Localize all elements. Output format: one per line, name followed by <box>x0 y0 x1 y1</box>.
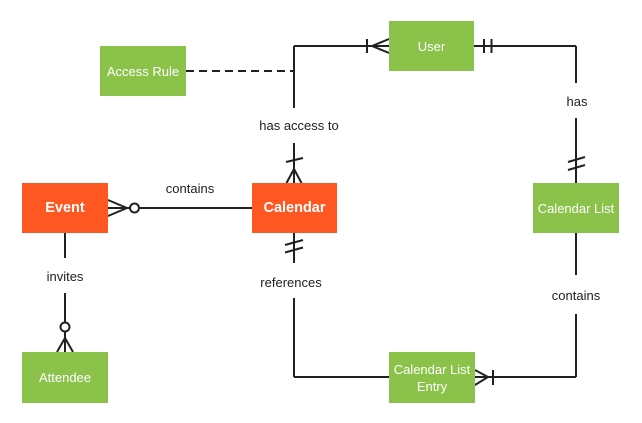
entity-user[interactable]: User <box>389 21 474 71</box>
entity-attendee-label: Attendee <box>38 370 92 385</box>
entity-calendar-list-label: Calendar List <box>537 200 615 216</box>
entity-access-rule-label: Access Rule <box>106 63 180 79</box>
crow-foot-icon <box>107 199 130 217</box>
double-tick-icon <box>483 39 493 53</box>
connector-calendar-has-access-to-user[interactable] <box>285 38 390 184</box>
crow-foot-icon <box>474 369 489 386</box>
connector-calendar-list-contains-entry[interactable] <box>474 233 577 386</box>
connector-user-has-calendar-list[interactable] <box>474 39 586 183</box>
crow-foot-icon <box>371 38 390 54</box>
connector-calendar-references-entry[interactable] <box>284 233 389 378</box>
double-tick-icon <box>567 156 586 171</box>
connector-line <box>293 233 389 378</box>
entity-calendar-label: Calendar <box>263 199 326 216</box>
entity-attendee[interactable]: Attendee <box>22 352 108 403</box>
entity-calendar-list[interactable]: Calendar List <box>533 183 619 233</box>
relationship-label-contains-event-calendar: contains <box>163 181 217 197</box>
zero-ring-icon <box>129 202 140 214</box>
connector-line <box>475 233 577 378</box>
crow-foot-icon <box>56 331 74 353</box>
double-tick-icon <box>284 239 304 254</box>
relationship-label-contains-list: contains <box>549 288 603 304</box>
entity-access-rule[interactable]: Access Rule <box>100 46 186 96</box>
connector-line <box>474 45 577 183</box>
relationship-label-has: has <box>564 94 590 110</box>
zero-ring-icon <box>59 321 71 333</box>
relationship-label-references: references <box>258 275 324 291</box>
entity-event-label: Event <box>45 199 85 216</box>
entity-calendar-list-entry[interactable]: Calendar List Entry <box>389 352 475 403</box>
entity-user-label: User <box>417 38 446 54</box>
one-tick-icon <box>285 157 304 163</box>
entity-calendar[interactable]: Calendar <box>252 183 337 233</box>
entity-event[interactable]: Event <box>22 183 108 233</box>
connector-event-invites-attendee[interactable] <box>56 233 74 353</box>
crow-foot-icon <box>285 168 303 184</box>
relationship-label-invites: invites <box>44 269 86 285</box>
connector-event-contains-calendar[interactable] <box>107 199 252 217</box>
entity-calendar-list-entry-label: Calendar List Entry <box>393 361 471 394</box>
relationship-label-has-access-to: has access to <box>257 118 341 134</box>
